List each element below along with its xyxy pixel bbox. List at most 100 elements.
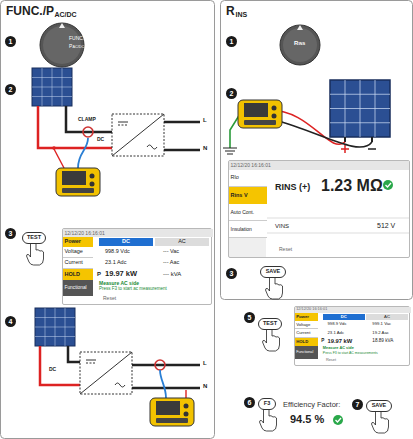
step4-wiring <box>35 308 200 426</box>
push-button: SAVE <box>260 266 286 278</box>
screen-text: 12/12/20 16:16:01 <box>229 161 409 170</box>
path-shape <box>160 370 166 398</box>
rect-shape <box>229 237 266 257</box>
circle-shape <box>383 180 393 190</box>
path-shape <box>275 120 372 147</box>
screen-text: 998.9 Vdc <box>327 322 346 326</box>
rect-shape <box>62 228 212 305</box>
annotation-label: N <box>203 145 207 151</box>
push-button: TEST <box>22 232 46 244</box>
annotation-label: N <box>203 383 207 389</box>
annotation-label: P <box>69 44 72 49</box>
path-shape <box>368 148 376 150</box>
screen-text: Functional <box>63 280 93 296</box>
path-shape <box>297 25 303 30</box>
screen-text: Voltage <box>295 321 318 330</box>
button-label: SAVE <box>372 403 387 409</box>
annotation-label: 94.5 % <box>290 414 324 425</box>
use-shape <box>112 114 164 156</box>
use-shape <box>150 398 194 426</box>
panel-frame <box>1 1 215 439</box>
screen-text: Reset <box>103 296 116 301</box>
circle-shape <box>83 127 93 137</box>
path-shape <box>59 23 65 28</box>
screen-text: Rlo <box>229 170 267 187</box>
use-shape <box>80 352 132 394</box>
screen-text: Measure AC side <box>99 281 139 286</box>
callout-number: 5 <box>244 312 255 323</box>
rect-shape <box>294 306 410 366</box>
use-shape <box>35 308 75 346</box>
callout-number: 6 <box>244 397 255 408</box>
use-shape <box>263 327 280 351</box>
screen-text: 12/12/20 16:16:01 <box>63 229 213 237</box>
screen-text: P <box>321 339 324 344</box>
panel-heading: R <box>226 5 235 17</box>
circle-shape <box>280 25 320 65</box>
screen-text: RINS (+) <box>275 183 310 192</box>
use-shape <box>266 275 283 299</box>
callout-number: 2 <box>226 88 237 99</box>
use-shape <box>330 80 390 137</box>
callout-number: 1 <box>5 36 16 47</box>
path-shape <box>132 365 200 388</box>
screen-text: Current <box>63 258 93 269</box>
button-label: SAVE <box>266 269 281 275</box>
annotation-label: R <box>294 40 298 46</box>
path-shape <box>336 418 342 422</box>
path-shape <box>266 218 409 233</box>
annotation-label: L <box>203 360 207 366</box>
path-shape <box>223 148 237 154</box>
annotation-label: DC <box>49 367 56 372</box>
callout-number: 4 <box>5 316 16 327</box>
path-shape <box>345 137 372 142</box>
screen-text: AC <box>366 314 408 320</box>
annotation-label: AC/DC <box>73 46 85 50</box>
path-shape <box>40 346 80 385</box>
screen-text: DC <box>99 238 153 246</box>
annotation-label: FUNC./ <box>69 36 86 41</box>
path-shape <box>164 122 200 150</box>
screen-text: Auto Cont. <box>229 204 267 221</box>
screen-text: --- Aac <box>163 260 179 266</box>
circle-shape <box>155 360 165 370</box>
check-icon <box>383 180 393 190</box>
screen-text: Reset <box>326 359 336 363</box>
path-shape <box>68 346 80 362</box>
screen-text: Power <box>63 237 93 247</box>
callout-number: 1 <box>226 36 237 47</box>
check-icon <box>333 415 343 425</box>
screen-backgrounds <box>62 160 410 366</box>
screen-text: --- Vac <box>163 249 179 255</box>
panel-frame <box>221 1 413 300</box>
rotary-dial <box>40 23 84 67</box>
use-shape <box>260 407 277 431</box>
annotation-label: CLAMP <box>78 117 96 122</box>
annotation-label: DC <box>97 137 104 142</box>
screen-text: Insulation <box>229 221 267 238</box>
path-shape <box>66 106 112 132</box>
panel-heading: AC/DC <box>55 11 77 18</box>
screen-text: Rins V <box>229 187 267 204</box>
path-shape <box>78 138 88 168</box>
screen-text: 999.1 Vac <box>372 322 391 326</box>
screen-text: 18.89 kVA <box>372 339 393 344</box>
display-screen: 12/12/20 16:16:01PowerDCACVoltage998.9 V… <box>294 306 410 366</box>
use-shape <box>238 100 282 128</box>
callout-number: 3 <box>226 268 237 279</box>
screen-text: 19.2 Aac <box>372 331 389 335</box>
circle-shape <box>283 28 317 62</box>
use-shape <box>27 241 44 265</box>
screen-text: HOLD <box>295 338 318 347</box>
screen-text: --- kVA <box>163 271 181 277</box>
path-shape <box>38 106 112 148</box>
screen-text: VINS <box>275 223 289 229</box>
button-label: TEST <box>27 235 41 241</box>
screen-text: 23.1 Adc <box>327 331 344 335</box>
screen-text: P <box>97 271 101 277</box>
annotation-label: L <box>203 117 207 123</box>
circle-shape <box>40 23 84 67</box>
callout-number: 2 <box>5 84 16 95</box>
